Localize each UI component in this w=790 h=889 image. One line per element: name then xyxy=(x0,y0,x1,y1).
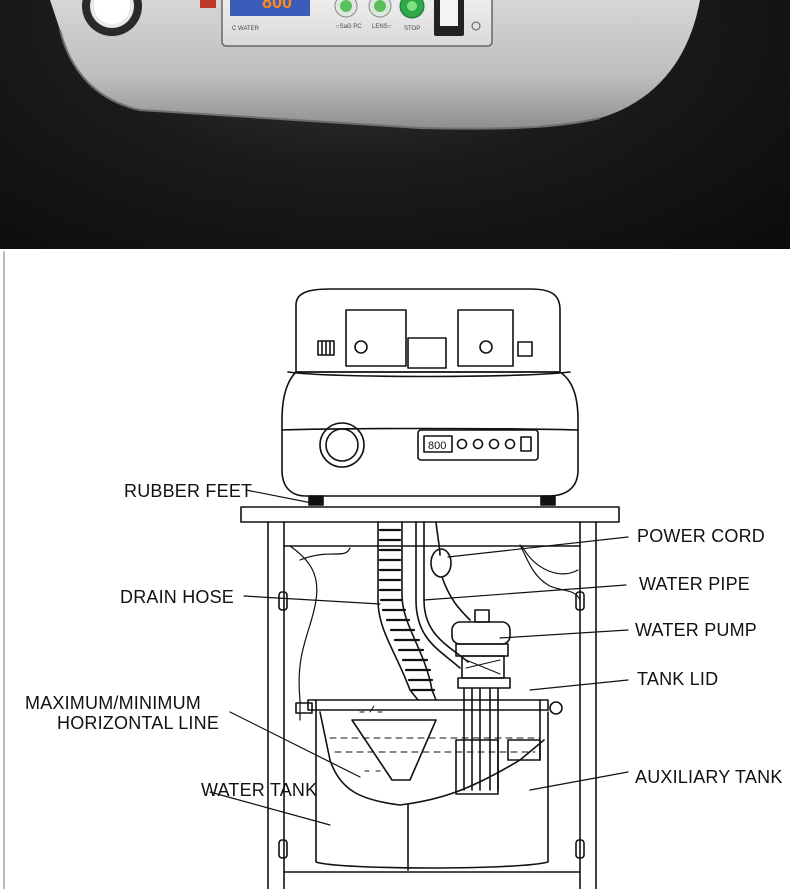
drain-hose-drawing xyxy=(377,521,437,701)
knob xyxy=(82,0,142,36)
machine-control-panel xyxy=(417,429,539,461)
label-water-pipe: WATER PIPE xyxy=(639,574,751,594)
leader-max-min-line xyxy=(229,711,361,778)
label-max-min-line-2: HORIZONTAL LINE xyxy=(57,713,220,733)
label-auxiliary-tank: AUXILIARY TANK xyxy=(635,767,783,787)
panel-display-value: 800 xyxy=(262,0,292,12)
panel-stop-label: STOP xyxy=(404,26,420,32)
panel-water-label: C WATER xyxy=(232,26,260,32)
label-max-min-line-1: MAXIMUM/MINIMUM xyxy=(25,693,201,713)
diagram-art: 800 xyxy=(3,251,629,889)
leader-water-pump xyxy=(499,629,629,639)
tank-drawing xyxy=(295,699,563,871)
machine-counter-value: 800 xyxy=(428,440,446,452)
label-tank-lid: TANK LID xyxy=(637,669,719,689)
leader-lines xyxy=(209,489,629,826)
machine-photo-art: 800 C WATER ○SaG PC LENS○ STOP xyxy=(50,0,700,130)
label-water-pump: WATER PUMP xyxy=(635,620,757,640)
label-power-cord: POWER CORD xyxy=(637,526,765,546)
stand-drawing xyxy=(240,506,620,889)
machine-knob xyxy=(319,422,365,468)
installation-diagram: 800 xyxy=(0,249,790,889)
edger-machine-drawing: 800 xyxy=(281,288,579,506)
water-pump-drawing xyxy=(451,609,511,791)
leader-water-pipe xyxy=(423,584,627,601)
panel-pc-label: ○SaG PC xyxy=(336,24,362,30)
power-cord-drawing xyxy=(430,521,471,621)
machine-body xyxy=(50,0,700,129)
label-drain-hose: DRAIN HOSE xyxy=(120,587,235,607)
leader-tank-lid xyxy=(529,679,629,691)
water-pipe-drawing xyxy=(415,521,469,669)
leader-rubber-feet xyxy=(245,489,313,504)
leader-power-cord xyxy=(447,536,629,558)
control-panel: 800 C WATER ○SaG PC LENS○ STOP xyxy=(221,0,493,47)
leader-drain-hose xyxy=(243,595,381,605)
label-water-tank: WATER TANK xyxy=(201,780,318,800)
leader-water-tank xyxy=(209,791,331,826)
label-rubber-feet: RUBBER FEET xyxy=(124,481,253,501)
panel-lens-label: LENS○ xyxy=(372,24,392,30)
machine-photo: 800 C WATER ○SaG PC LENS○ STOP xyxy=(0,0,790,249)
leader-auxiliary-tank xyxy=(529,771,629,791)
